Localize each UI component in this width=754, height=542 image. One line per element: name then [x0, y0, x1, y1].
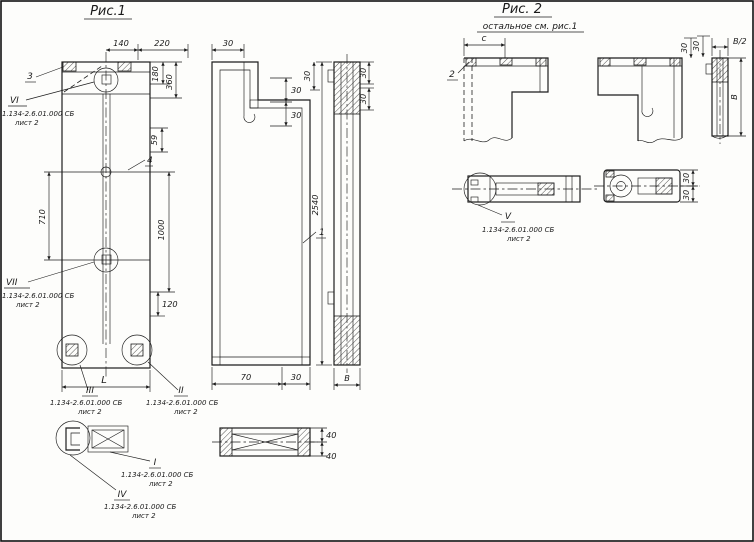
fig1-front-view	[56, 52, 153, 378]
fig2-top-dims: В/2 30 30 В	[679, 35, 747, 137]
dim-70: 70	[241, 372, 251, 382]
callout-vii-roman: VII	[6, 278, 18, 288]
callout-vi-roman: VI	[10, 96, 19, 106]
detail-circle-vi	[93, 67, 119, 93]
dim-30-roller-b: 30	[681, 190, 691, 200]
dim-59: 59	[149, 135, 159, 145]
part-label-3: 3	[27, 72, 33, 82]
callout-iv-roman: IV	[118, 490, 128, 500]
detail-circle-ii	[121, 334, 153, 366]
dim-30-b: 30	[291, 110, 301, 120]
callout-iii-sheet: лист 2	[77, 408, 102, 416]
dim-B: В	[344, 373, 350, 383]
dim-2540: 2540	[310, 195, 320, 216]
callout-iv-sheet: лист 2	[131, 512, 156, 520]
fig2-right-detail	[597, 57, 683, 144]
callout-v-roman: V	[505, 212, 512, 222]
callout-ii-roman: II	[178, 386, 184, 396]
fig1-title: Рис.1	[90, 4, 126, 19]
dim-180: 180	[150, 66, 160, 82]
callout-iii-roman: III	[86, 386, 94, 396]
detail-circle-iv	[55, 420, 91, 456]
dim-40-b: 40	[326, 451, 336, 461]
fig2-bottom-left-section: V 1.134-2.6.01.000 СБ лист 2	[452, 172, 600, 243]
fig1-front-dims: 140 220 180 360 59 1000 120 710	[37, 38, 189, 392]
dim-30-a: 30	[291, 85, 301, 95]
part-label-4: 4	[147, 156, 153, 166]
dim-30-c: 30	[302, 71, 312, 81]
callout-vi-doc: 1.134-2.6.01.000 СБ	[2, 110, 75, 118]
figure-1: Рис.1	[2, 4, 374, 520]
callout-i-roman: I	[154, 458, 157, 468]
callout-i-doc: 1.134-2.6.01.000 СБ	[121, 471, 194, 479]
callout-vi-sheet: лист 2	[14, 119, 39, 127]
fig1-callouts-left: 3 VI 1.134-2.6.01.000 СБ лист 2 4 VII 1.…	[2, 66, 219, 416]
dim-1000: 1000	[156, 220, 166, 241]
detail-circle-iii	[56, 334, 88, 366]
dim-length-L: L	[101, 375, 107, 386]
dim-220: 220	[154, 38, 170, 48]
fig2-left-detail: 2	[447, 57, 549, 143]
dim-B-strip: В	[729, 94, 739, 100]
fig1-section-view	[211, 61, 311, 366]
fig1-side-view	[327, 54, 361, 373]
callout-iv-doc: 1.134-2.6.01.000 СБ	[104, 503, 177, 511]
fig2-subtitle: остальное см. рис.1	[483, 22, 578, 32]
dim-30-side-a: 30	[358, 68, 368, 78]
fig2-bottom-right-section: 30 30	[594, 169, 700, 203]
dim-c: с	[482, 34, 487, 44]
dim-360: 360	[164, 74, 174, 90]
callout-ii-sheet: лист 2	[173, 408, 198, 416]
part-label-1: 1	[319, 228, 325, 238]
dim-140: 140	[113, 38, 129, 48]
callout-vii-doc: 1.134-2.6.01.000 СБ	[2, 292, 75, 300]
detail-circle-vii	[93, 247, 119, 273]
callout-i-sheet: лист 2	[148, 480, 173, 488]
dim-30-top: 30	[223, 38, 233, 48]
callout-ii-doc: 1.134-2.6.01.000 СБ	[146, 399, 219, 407]
dim-40-a: 40	[326, 430, 336, 440]
figure-2: Рис. 2 остальное см. рис.1 с 2	[447, 2, 747, 243]
hook-element	[243, 62, 256, 123]
dim-30-roller-a: 30	[681, 173, 691, 183]
fig1-section-dims: 30 30 30 30 2540 70 30 1	[211, 38, 332, 390]
callout-iii-doc: 1.134-2.6.01.000 СБ	[50, 399, 123, 407]
fig1-member-section: 40 40	[212, 427, 336, 461]
dim-30-bottom: 30	[291, 372, 301, 382]
dim-30-side-b: 30	[358, 94, 368, 104]
dim-710: 710	[37, 209, 47, 225]
dim-B2: В/2	[733, 36, 747, 46]
dim-120: 120	[162, 299, 178, 309]
fig2-dim-c: с	[463, 34, 506, 58]
fig2-strip-view	[705, 50, 729, 144]
weld-pad	[62, 61, 77, 72]
fig1-side-dims: 30 30 В	[333, 61, 374, 390]
part-label-2: 2	[449, 70, 455, 80]
fig1-detail-sections-left: I 1.134-2.6.01.000 СБ лист 2 IV 1.134-2.…	[55, 420, 194, 520]
dim-30-strip: 30	[691, 41, 701, 51]
weld-pad	[117, 61, 132, 72]
hook-element	[641, 66, 654, 117]
callout-v-sheet: лист 2	[506, 235, 531, 243]
dim-30-corner: 30	[679, 43, 689, 53]
fig2-title: Рис. 2	[502, 2, 542, 17]
callout-v-doc: 1.134-2.6.01.000 СБ	[482, 226, 555, 234]
callout-vii-sheet: лист 2	[15, 301, 40, 309]
